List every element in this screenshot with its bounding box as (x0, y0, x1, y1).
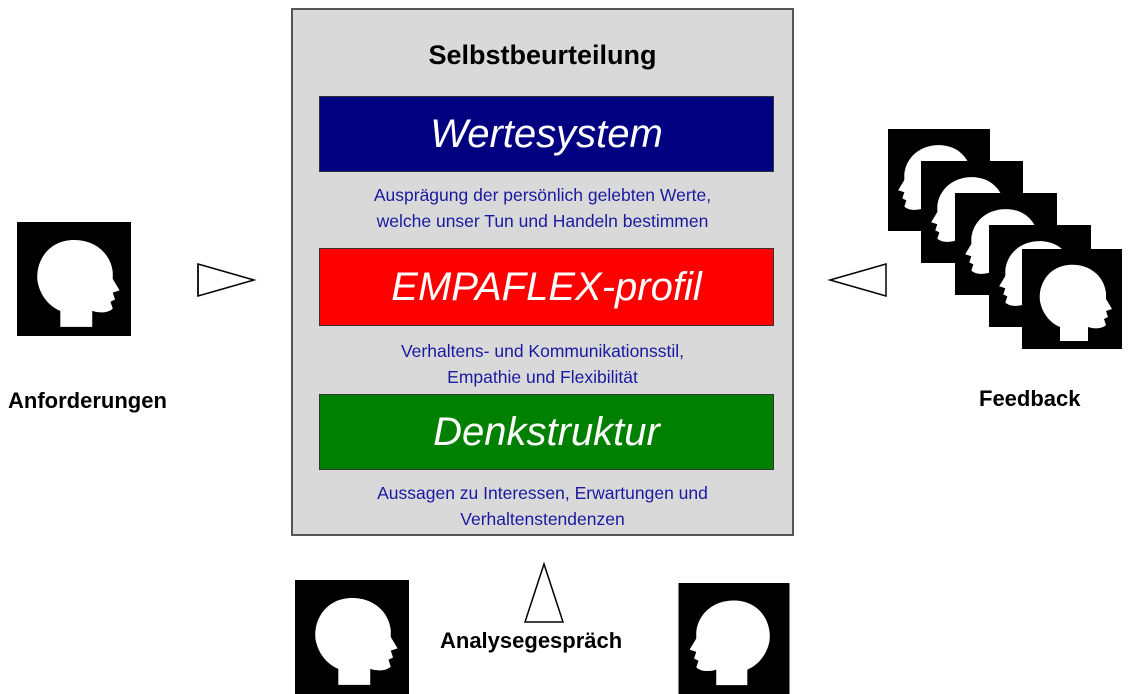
section-wertesystem-description: Ausprägung der persönlich gelebten Werte… (293, 182, 792, 234)
arrow-right-icon (196, 262, 258, 298)
section-empaflex-bar: EMPAFLEX-profil (319, 248, 774, 326)
section-wertesystem-bar: Wertesystem (319, 96, 774, 172)
section-denkstruktur-bar: Denkstruktur (319, 394, 774, 470)
head-silhouette-icon (13, 222, 135, 336)
panel-title: Selbstbeurteilung (428, 40, 657, 70)
description-line: Aussagen zu Interessen, Erwartungen und (377, 483, 708, 503)
section-label: EMPAFLEX-profil (391, 264, 702, 309)
arrow-left-icon (826, 262, 888, 298)
description-line: welche unser Tun und Handeln bestimmen (376, 211, 709, 231)
analysegespraech-label: Analysegespräch (440, 628, 623, 653)
description-line: Empathie und Flexibilität (447, 367, 638, 387)
description-line: Verhaltens- und Kommunikationsstil, (400, 341, 685, 361)
self-assessment-panel: Selbstbeurteilung Wertesystem Ausprägung… (291, 8, 794, 536)
section-denkstruktur-description: Aussagen zu Interessen, Erwartungen und … (293, 480, 792, 532)
section-label: Denkstruktur (433, 409, 660, 454)
anforderungen-label: Anforderungen (8, 388, 167, 413)
head-silhouette-icon (673, 583, 795, 694)
head-silhouette-icon (1022, 240, 1122, 358)
description-line: Verhaltenstendenzen (460, 509, 625, 529)
description-line: Ausprägung der persönlich gelebten Werte… (373, 185, 712, 205)
section-label: Wertesystem (430, 111, 663, 156)
arrow-up-icon (523, 562, 565, 624)
section-empaflex-description: Verhaltens- und Kommunikationsstil, Empa… (293, 338, 792, 390)
feedback-label: Feedback (979, 386, 1081, 411)
head-silhouette-icon (291, 580, 413, 694)
